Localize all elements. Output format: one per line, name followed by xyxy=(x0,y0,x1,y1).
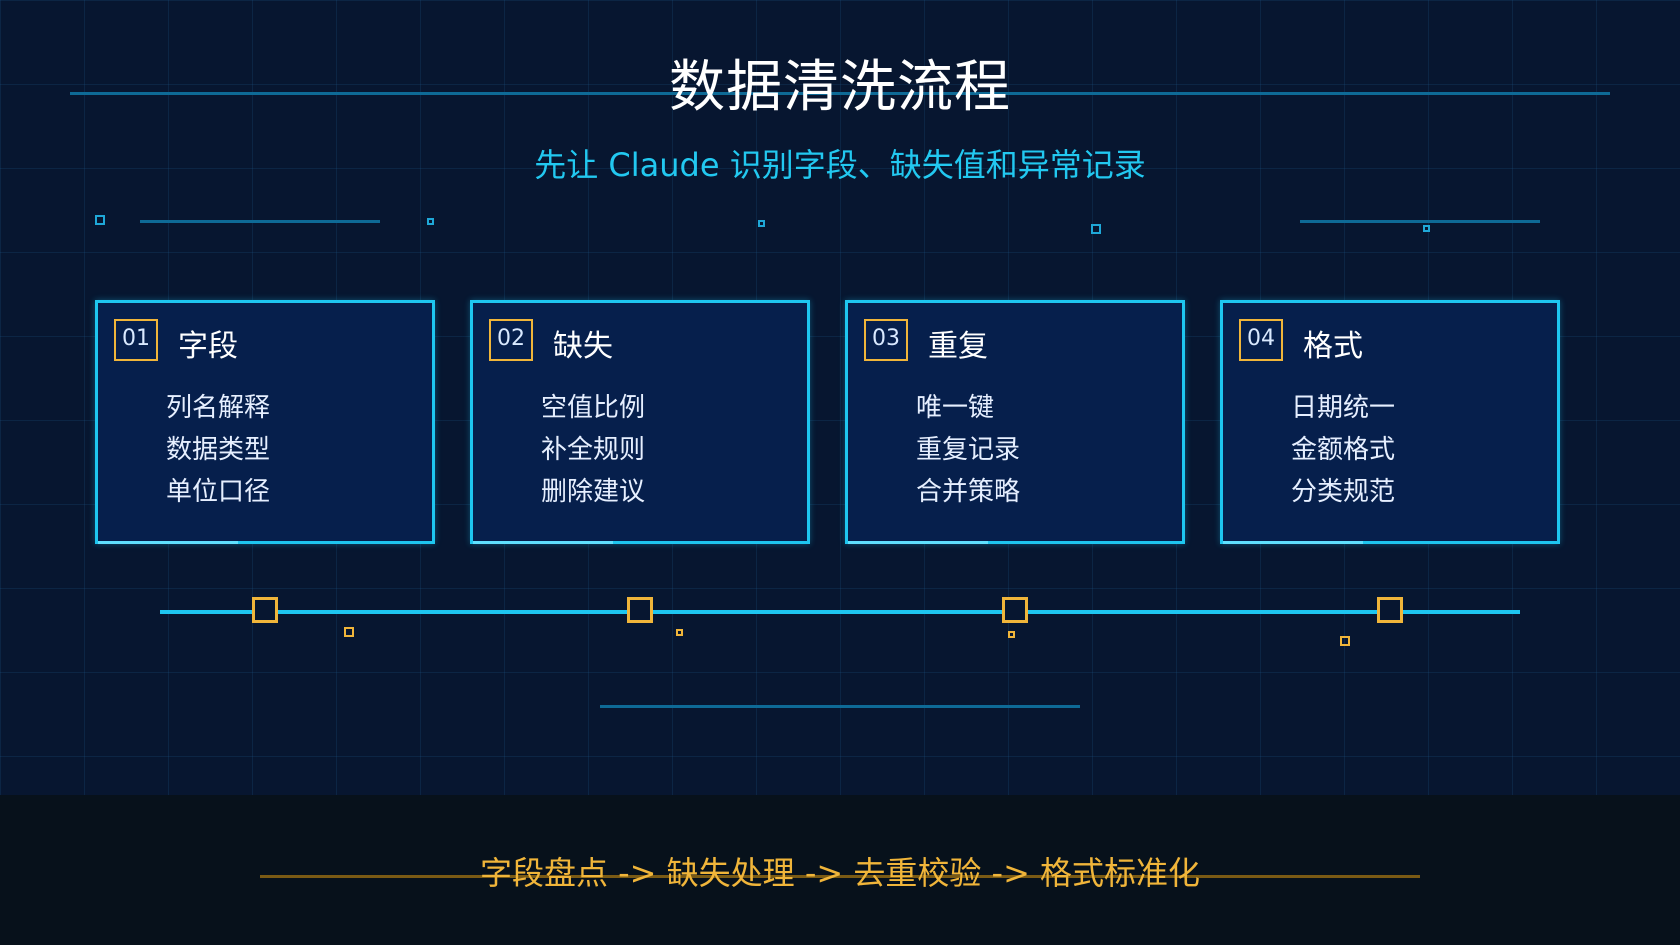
card-item-list: 日期统一 金额格式 分类规范 xyxy=(1291,387,1395,513)
deco-square xyxy=(758,220,765,227)
card-accent-bar xyxy=(98,541,238,544)
card-item: 唯一键 xyxy=(916,393,995,423)
card-title: 重复 xyxy=(928,329,988,364)
timeline-node xyxy=(1377,597,1403,623)
footer-band xyxy=(0,795,1680,945)
card-missing: 02 缺失 空值比例 补全规则 删除建议 xyxy=(470,300,810,544)
card-item: 空值比例 xyxy=(541,393,646,423)
timeline-node xyxy=(627,597,653,623)
timeline-node xyxy=(252,597,278,623)
card-title: 缺失 xyxy=(553,329,613,364)
card-item: 金额格式 xyxy=(1291,435,1396,465)
card-accent-bar xyxy=(473,541,613,544)
deco-square xyxy=(1423,225,1430,232)
header-rule xyxy=(70,92,1610,95)
timeline-line xyxy=(160,610,1520,614)
card-item: 列名解释 xyxy=(166,393,271,423)
card-item: 重复记录 xyxy=(916,435,1021,465)
card-item: 分类规范 xyxy=(1291,477,1396,507)
deco-dot xyxy=(344,627,354,637)
card-accent-bar xyxy=(1223,541,1363,544)
card-fields: 01 字段 列名解释 数据类型 单位口径 xyxy=(95,300,435,544)
card-item-list: 唯一键 重复记录 合并策略 xyxy=(916,387,1020,513)
card-item: 合并策略 xyxy=(916,477,1021,507)
page-subtitle: 先让 Claude 识别字段、缺失值和异常记录 xyxy=(534,146,1146,184)
card-item: 补全规则 xyxy=(541,435,646,465)
deco-line-left xyxy=(140,220,380,223)
deco-square xyxy=(427,218,434,225)
page-title: 数据清洗流程 xyxy=(0,42,1680,123)
deco-square xyxy=(1091,224,1101,234)
timeline-node xyxy=(1002,597,1028,623)
deco-dot xyxy=(1008,631,1015,638)
card-item: 单位口径 xyxy=(166,477,271,507)
card-item: 日期统一 xyxy=(1291,393,1396,423)
card-number: 02 xyxy=(489,319,533,361)
deco-square xyxy=(95,215,105,225)
card-number: 01 xyxy=(114,319,158,361)
card-duplicates: 03 重复 唯一键 重复记录 合并策略 xyxy=(845,300,1185,544)
deco-dot xyxy=(676,629,683,636)
deco-dot xyxy=(1340,636,1350,646)
card-accent-bar xyxy=(848,541,988,544)
deco-line-right xyxy=(1300,220,1540,223)
flow-underline xyxy=(260,875,1420,878)
card-number: 04 xyxy=(1239,319,1283,361)
process-flow-text: 字段盘点 -> 缺失处理 -> 去重校验 -> 格式标准化 xyxy=(479,854,1201,892)
card-number: 03 xyxy=(864,319,908,361)
card-format: 04 格式 日期统一 金额格式 分类规范 xyxy=(1220,300,1560,544)
card-item-list: 空值比例 补全规则 删除建议 xyxy=(541,387,645,513)
card-item-list: 列名解释 数据类型 单位口径 xyxy=(166,387,270,513)
deco-line-center xyxy=(600,705,1080,708)
card-item: 数据类型 xyxy=(166,435,271,465)
card-title: 字段 xyxy=(178,329,238,364)
page-title-text: 数据清洗流程 xyxy=(669,55,1011,120)
card-item: 删除建议 xyxy=(541,477,646,507)
card-title: 格式 xyxy=(1303,329,1363,364)
